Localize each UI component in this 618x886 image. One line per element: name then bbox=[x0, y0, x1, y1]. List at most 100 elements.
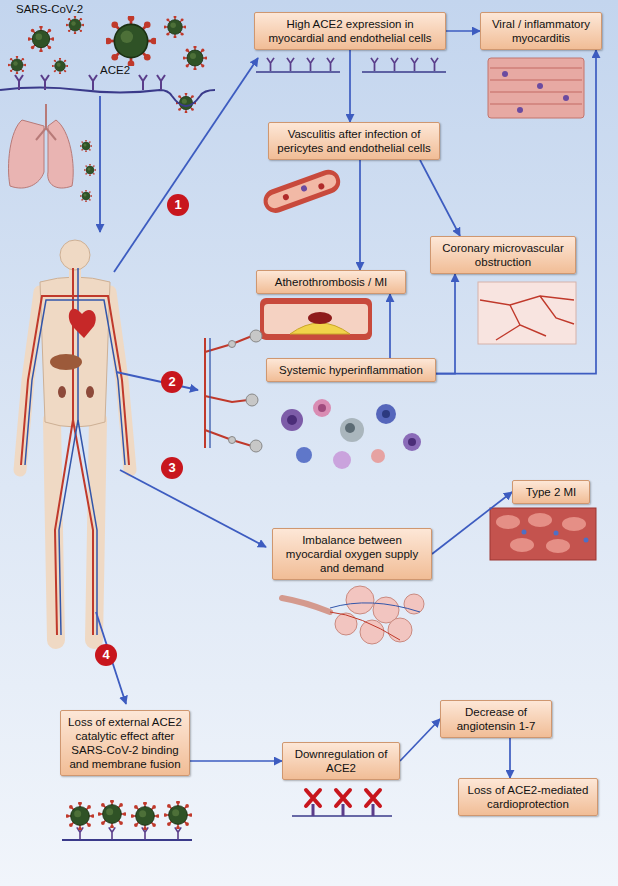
ischemic-myocardium-part bbox=[490, 508, 596, 560]
atherothrombosis-artery-part bbox=[290, 323, 350, 334]
downregulated-receptors-part-part bbox=[342, 804, 345, 816]
ischemic-myocardium-part bbox=[496, 513, 586, 553]
virus-cluster-part bbox=[66, 16, 85, 35]
flow-arrow bbox=[349, 50, 351, 122]
receptor-row-part bbox=[391, 58, 398, 71]
flow-arrow bbox=[436, 50, 596, 374]
receptor-row bbox=[256, 58, 446, 72]
myocarditis-tissue-part bbox=[502, 71, 569, 113]
alveoli-part-part bbox=[330, 612, 400, 640]
pathway-arrows-part bbox=[120, 470, 266, 547]
box-text: Type 2 MI bbox=[519, 485, 583, 499]
virus-cluster-part bbox=[8, 56, 27, 75]
pathway-arrows-part bbox=[99, 96, 101, 232]
receptor-row-part bbox=[256, 71, 340, 73]
process-box: Coronary microvascular obstruction bbox=[430, 236, 576, 274]
bound-viruses-part bbox=[130, 801, 159, 830]
immune-cells-part bbox=[318, 404, 326, 412]
bound-viruses-part bbox=[109, 827, 115, 839]
human-body-part bbox=[69, 309, 96, 338]
bound-viruses-part bbox=[65, 801, 94, 830]
vascular-network-part-part bbox=[250, 330, 262, 342]
microvascular-tissue-part-part bbox=[480, 296, 574, 305]
ischemic-myocardium-part-part bbox=[496, 515, 520, 529]
flow-arrow bbox=[389, 294, 391, 358]
vascular-network-part-part bbox=[209, 338, 210, 448]
immune-cells-part bbox=[333, 451, 351, 469]
downregulated-receptors-part-part bbox=[366, 790, 380, 806]
flow-arrow bbox=[432, 492, 512, 554]
virus-cluster-part bbox=[182, 45, 207, 70]
pathway-arrows-part bbox=[114, 58, 258, 272]
vascular-network-part-part bbox=[246, 394, 258, 406]
microvascular-tissue-part-part bbox=[540, 296, 574, 324]
human-body-part bbox=[58, 386, 66, 398]
vasculitis-vessel-part-part bbox=[318, 183, 326, 191]
human-body-part bbox=[86, 386, 94, 398]
atherothrombosis-artery-part bbox=[264, 304, 368, 334]
alveoli-part bbox=[330, 603, 420, 612]
human-body-part bbox=[21, 268, 129, 635]
downregulated-receptors-part-part bbox=[372, 804, 375, 816]
downregulated-receptors-part bbox=[313, 804, 373, 816]
box-text: Decrease of angiotensin 1-7 bbox=[447, 705, 545, 733]
alveoli-part bbox=[335, 586, 424, 644]
myocarditis-tissue-part-part bbox=[490, 103, 582, 104]
ischemic-myocardium-part-part bbox=[584, 538, 589, 543]
receptor-row-part bbox=[267, 58, 274, 71]
part-label: ACE2 bbox=[100, 64, 130, 76]
human-body-part-part bbox=[25, 300, 78, 465]
receptor-row-part bbox=[411, 58, 418, 71]
myocarditis-tissue-part-part bbox=[490, 91, 582, 92]
cell-membrane-part bbox=[157, 75, 165, 90]
pathway-arrows-part bbox=[96, 612, 126, 704]
vascular-network-part bbox=[229, 330, 263, 452]
box-text: Imbalance between myocardial oxygen supp… bbox=[279, 533, 425, 575]
virus-cluster-part bbox=[105, 15, 158, 68]
process-box: Viral / inflammatory myocarditis bbox=[480, 12, 602, 50]
cell-membrane-part bbox=[41, 75, 49, 90]
alveoli-part-part bbox=[330, 603, 420, 612]
box-text: Vasculitis after infection of pericytes … bbox=[275, 127, 433, 155]
receptor-row-part bbox=[307, 58, 314, 71]
ischemic-myocardium-part-part bbox=[546, 539, 570, 553]
vasculitis-vessel bbox=[260, 166, 343, 216]
virus-cluster bbox=[8, 15, 208, 114]
bound-viruses-part bbox=[97, 799, 126, 828]
virus-cluster-part bbox=[27, 25, 54, 52]
callout-number: 2 bbox=[161, 371, 183, 393]
alveoli bbox=[282, 586, 424, 644]
downregulated-receptors-part-part bbox=[306, 790, 320, 806]
immune-cells-part bbox=[296, 447, 312, 463]
human-body bbox=[20, 240, 130, 640]
myocarditis-tissue-part-part bbox=[563, 95, 569, 101]
microvascular-tissue bbox=[478, 282, 576, 344]
receptor-row-part bbox=[327, 58, 334, 71]
cell-membrane-part bbox=[0, 88, 215, 107]
immune-cells-part bbox=[382, 410, 390, 418]
microvascular-tissue-part-part bbox=[510, 305, 546, 336]
flow-arrow bbox=[190, 760, 282, 762]
cell-membrane bbox=[0, 75, 215, 106]
callout-number: 3 bbox=[161, 457, 183, 479]
immune-cells-part bbox=[281, 409, 303, 431]
ischemic-myocardium-part-part bbox=[528, 513, 552, 527]
downregulated-receptors-part bbox=[306, 790, 380, 806]
immune-cells bbox=[281, 399, 421, 469]
microvascular-tissue-part-part bbox=[496, 325, 520, 340]
pathway-arrows-part bbox=[116, 372, 198, 390]
vascular-network bbox=[205, 330, 262, 452]
box-text: Loss of ACE2-mediated cardioprotection bbox=[465, 783, 591, 811]
bound-viruses-part bbox=[62, 839, 192, 841]
virus-cluster-part bbox=[163, 15, 186, 38]
part-label: SARS-CoV-2 bbox=[16, 3, 83, 15]
vasculitis-vessel-part-part bbox=[260, 166, 343, 216]
receptor-row-part bbox=[371, 58, 378, 71]
ischemic-myocardium-part-part bbox=[554, 531, 559, 536]
flow-arrow bbox=[420, 160, 460, 236]
ischemic-myocardium-part-part bbox=[522, 530, 527, 535]
alveoli-part-part bbox=[346, 586, 374, 614]
myocarditis-tissue-part-part bbox=[502, 71, 508, 77]
vasculitis-vessel-part bbox=[260, 166, 343, 216]
lungs-part bbox=[9, 120, 45, 188]
